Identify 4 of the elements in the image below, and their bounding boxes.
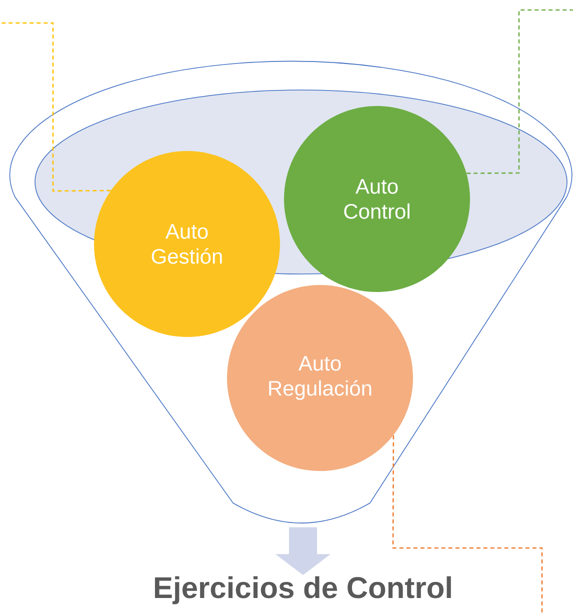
leader-line (0, 22, 111, 192)
leader-line (466, 9, 573, 174)
output-label: Ejercicios de Control (154, 576, 451, 604)
leader-line (392, 435, 543, 613)
